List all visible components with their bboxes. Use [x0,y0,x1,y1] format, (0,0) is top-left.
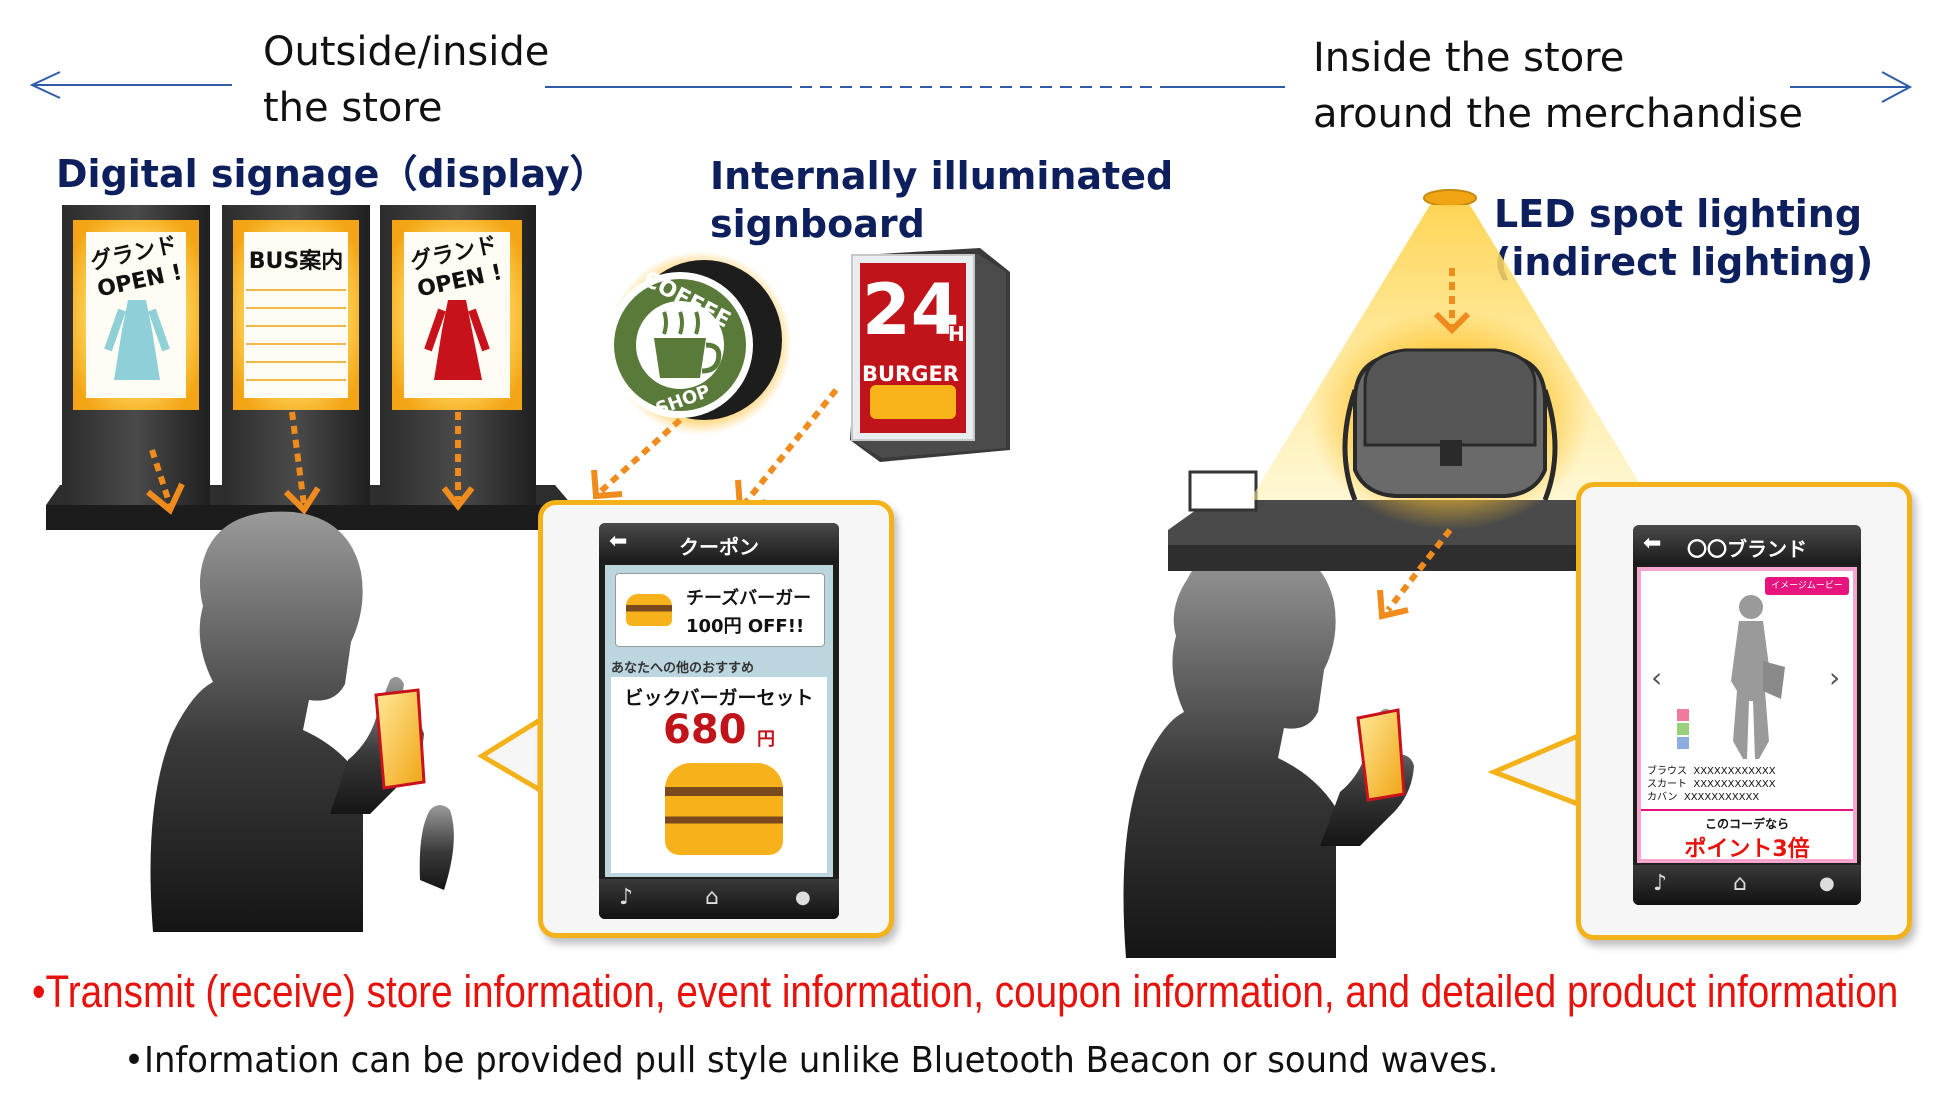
phone-left-header: ⬅ クーポン [599,523,839,563]
kiosk-3 [380,205,536,505]
music-icon[interactable]: ♪ [1653,871,1668,896]
left-region-line1: Outside/inside [263,29,550,75]
left-region-line2: the store [263,85,443,131]
product-panel: イメージムービー ‹ › ブラウス XXXXXXXXXXXX スカート XXXX… [1641,571,1853,862]
home-icon[interactable]: ⌂ [1733,871,1747,896]
item-row: スカート XXXXXXXXXXXX [1647,778,1776,791]
promo-line1: このコーデなら [1704,817,1789,831]
kiosk2-title: BUS案内 [248,249,344,274]
price: 680 [663,707,747,753]
burger-word: BURGER [862,362,959,386]
kiosk-2 [222,205,370,505]
signal-arrows [146,268,1471,620]
phone-right-nav: ♪ ⌂ ● [1633,865,1861,905]
recommend-card[interactable]: ビックバーガーセット 680 円 [611,677,827,873]
bottom-line-1: •Transmit (receive) store information, e… [32,966,1899,1017]
chat-icon[interactable]: ● [1819,873,1835,894]
phone-right-device: ⬅ 〇〇ブランド イメージムービー ‹ › ブラウス XXXXXXXXXXXX … [1633,525,1861,905]
item-code: XXXXXXXXXXXX [1693,766,1776,777]
phone-left-screen: チーズバーガー 100円 OFF!! あなたへの他のおすすめ ビックバーガーセッ… [605,565,833,877]
music-icon[interactable]: ♪ [619,885,634,910]
phone-left-device: ⬅ クーポン チーズバーガー 100円 OFF!! あなたへの他のおすすめ ビッ… [599,523,839,919]
led-title-line2: (indirect lighting) [1494,240,1874,284]
phone-left-nav: ♪ ⌂ ● [599,879,839,919]
right-region-line2: around the merchandise [1313,91,1804,137]
item-name: スカート [1647,779,1687,790]
phone-right-header: ⬅ 〇〇ブランド [1633,525,1861,565]
burger-set-icon [665,763,783,855]
outside-inside-label: Outside/inside the store [263,24,549,136]
digital-signage-title: Digital signage（display） [56,152,608,196]
chat-icon[interactable]: ● [795,887,811,908]
signboard-title-line1: Internally illuminated [710,154,1174,198]
phone-left-title: クーポン [679,535,759,559]
item-name: ブラウス [1647,766,1687,777]
recommend-label: あなたへの他のおすすめ [611,661,755,676]
swatch-pink[interactable] [1677,709,1689,721]
burger-number: 24 [862,269,960,351]
phone-callout-right: ⬅ 〇〇ブランド イメージムービー ‹ › ブラウス XXXXXXXXXXXX … [1576,482,1912,940]
item-row: カバン XXXXXXXXXXX [1647,791,1776,804]
coupon-bubble[interactable]: チーズバーガー 100円 OFF!! [615,573,825,647]
led-spotlight [1423,189,1477,207]
burger-24h-sign [850,248,1010,462]
led-title-line1: LED spot lighting [1494,192,1863,236]
inside-store-label: Inside the store around the merchandise [1313,30,1803,142]
right-region-line1: Inside the store [1313,35,1625,81]
promo-line2: ポイント3倍 [1684,837,1810,862]
bag [1310,310,1590,530]
phone-right-screen: イメージムービー ‹ › ブラウス XXXXXXXXXXXX スカート XXXX… [1637,567,1857,863]
home-icon[interactable]: ⌂ [705,885,719,910]
kiosk-1 [62,205,210,505]
back-arrow-icon[interactable]: ⬅ [609,529,628,554]
handheld-device-right [1356,708,1406,802]
coupon-discount: 100円 OFF!! [686,616,805,637]
item-code: XXXXXXXXXXXX [1693,779,1776,790]
price-unit: 円 [757,729,775,750]
set-name: ビックバーガーセット [624,687,814,709]
swatch-blue[interactable] [1677,737,1689,749]
burger-icon [626,594,672,626]
model-figure-icon [1731,595,1785,759]
speech-tail-right [1487,732,1581,808]
next-arrow-icon[interactable]: › [1829,661,1841,694]
item-list: ブラウス XXXXXXXXXXXX スカート XXXXXXXXXXXX カバン … [1647,765,1776,804]
item-row: ブラウス XXXXXXXXXXXX [1647,765,1776,778]
bottom-line-2: •Information can be provided pull style … [124,1040,1499,1081]
item-code: XXXXXXXXXXX [1683,792,1760,803]
speech-tail-left [477,715,543,795]
signboard-title-line2: signboard [710,202,925,246]
phone-right-title: 〇〇ブランド [1687,537,1807,561]
coupon-item: チーズバーガー [686,588,812,609]
swatch-green[interactable] [1677,723,1689,735]
divider [1641,809,1853,811]
item-name: カバン [1647,792,1678,803]
range-arrow [29,71,1913,103]
movie-badge[interactable]: イメージムービー [1765,577,1849,595]
burger-hours: H [948,322,965,346]
price-card [1188,470,1258,512]
phone-callout-left: ⬅ クーポン チーズバーガー 100円 OFF!! あなたへの他のおすすめ ビッ… [538,500,894,938]
coffee-shop-sign [607,251,792,435]
handheld-device-left [374,688,426,790]
back-arrow-icon[interactable]: ⬅ [1643,531,1662,556]
prev-arrow-icon[interactable]: ‹ [1651,661,1663,694]
led-title: LED spot lighting (indirect lighting) [1494,190,1873,286]
signboard-title: Internally illuminated signboard [710,152,1173,248]
